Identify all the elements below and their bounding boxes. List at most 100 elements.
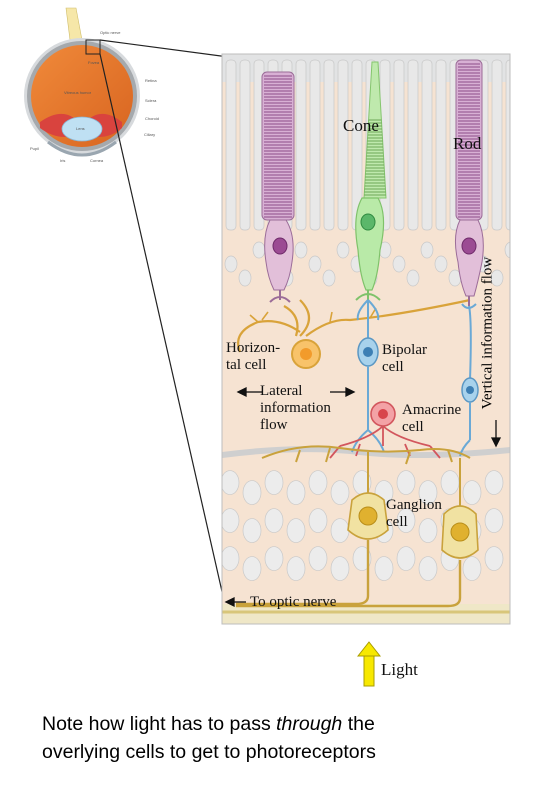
bg-cell <box>330 480 350 505</box>
eye-label-ciliary: Ciliary <box>144 132 156 137</box>
zoom-box <box>85 39 101 55</box>
amacrine-cell-label: Amacrine cell <box>402 402 462 435</box>
bg-cell <box>440 470 460 495</box>
bg-photoreceptor <box>239 59 251 231</box>
bg-cell <box>308 470 328 495</box>
eye-label-choroid: Choroid <box>145 116 160 121</box>
cone-nucleus <box>360 213 376 231</box>
bg-cell <box>418 556 438 581</box>
retina-panel-border <box>221 53 511 625</box>
lateral-flow-label: Lateral information flow <box>260 383 331 433</box>
eye-label-pupil: Pupil <box>30 146 39 151</box>
caption-emphasis: through <box>276 713 343 735</box>
lateral-arrow-left <box>236 386 247 398</box>
bg-nucleus <box>224 255 238 273</box>
bg-cell <box>396 546 416 571</box>
rod-right-inner <box>454 219 484 297</box>
bg-photoreceptor <box>337 59 349 231</box>
bg-cell <box>484 546 504 571</box>
ganglion-axon-1 <box>236 540 370 606</box>
bg-cell <box>222 546 240 571</box>
bg-photoreceptor <box>435 59 447 231</box>
cornea-arc <box>47 140 117 157</box>
bg-cell <box>330 556 350 581</box>
bg-cell <box>242 556 262 581</box>
bg-cell <box>242 518 262 543</box>
eye-label-retina: Retina <box>145 78 157 83</box>
bg-cell <box>330 518 350 543</box>
bg-photoreceptor <box>407 59 419 231</box>
bg-cell <box>222 470 240 495</box>
bg-cell <box>484 508 504 533</box>
caption-text-b: the <box>342 713 375 735</box>
bg-nucleus <box>252 241 266 259</box>
ganglion-cell-label: Ganglion cell <box>386 497 442 530</box>
bg-cell <box>308 546 328 571</box>
zoom-line-top <box>99 39 237 59</box>
eye-label-sclera: Sclera <box>145 98 157 103</box>
eye-label-optic-nerve: Optic nerve <box>100 30 121 35</box>
bg-photoreceptor <box>309 59 321 231</box>
bg-nucleus <box>336 241 350 259</box>
light-label: Light <box>381 660 418 679</box>
bg-nucleus <box>322 269 336 287</box>
eye-label-vitreous: Vitreous humor <box>64 90 92 95</box>
bg-photoreceptor <box>323 59 335 231</box>
bg-cell <box>418 480 438 505</box>
amacrine-processes <box>329 425 441 459</box>
bg-cell <box>418 518 438 543</box>
bg-nucleus <box>294 241 308 259</box>
bg-cell <box>396 470 416 495</box>
bg-cell <box>264 470 284 495</box>
caption-line-1: Note how light has to pass through the <box>42 710 512 738</box>
horizontal-nucleus <box>300 348 312 360</box>
optic-nerve-label: To optic nerve <box>250 594 337 610</box>
optic-nerve-stalk <box>65 7 83 41</box>
vertical-arrow <box>490 437 502 448</box>
bg-nucleus <box>434 255 448 273</box>
caption-text-a: Note how light has to pass <box>42 713 277 735</box>
bg-nucleus <box>308 255 322 273</box>
bg-cell <box>374 556 394 581</box>
bipolar-dendrites <box>356 299 380 338</box>
bg-photoreceptor <box>225 59 237 231</box>
bg-cell <box>462 556 482 581</box>
lateral-arrow-right <box>345 386 356 398</box>
rod-label: Rod <box>453 134 482 153</box>
lens-shape <box>61 116 103 142</box>
bg-cell <box>242 480 262 505</box>
flow-arrows <box>224 386 502 608</box>
eye-label-lens: Lens <box>76 126 85 131</box>
rod-left-nucleus <box>272 237 288 255</box>
ganglion-axon-2 <box>236 560 462 608</box>
eyeball-thumbnail <box>24 7 237 619</box>
bg-cell <box>286 556 306 581</box>
bg-nucleus <box>406 269 420 287</box>
ganglion-dendrites <box>261 445 471 465</box>
bg-nucleus <box>392 255 406 273</box>
bg-nucleus <box>420 241 434 259</box>
bg-nucleus <box>238 269 252 287</box>
bg-nucleus <box>490 269 504 287</box>
optic-nerve-arrow <box>224 596 235 608</box>
bg-cell <box>462 480 482 505</box>
bg-photoreceptor <box>421 59 433 231</box>
light-arrow <box>356 641 382 687</box>
zoom-line-bottom <box>99 53 229 619</box>
horizontal-cell-label: Horizon- tal cell <box>226 340 281 373</box>
bg-cell <box>264 508 284 533</box>
rod-right-nucleus <box>461 237 477 255</box>
eye-label-cornea: Cornea <box>90 158 104 163</box>
caption: Note how light has to pass through the o… <box>42 710 512 766</box>
bg-cell <box>484 470 504 495</box>
bg-cell <box>308 508 328 533</box>
bg-nucleus <box>504 241 510 259</box>
vertical-flow-label-wrap: Vertical information flow <box>478 218 498 448</box>
highlighted-neurons <box>236 59 484 608</box>
bg-cell <box>352 546 372 571</box>
vertical-flow-label: Vertical information flow <box>479 256 496 410</box>
bg-cell <box>286 518 306 543</box>
bg-photoreceptor <box>295 59 307 231</box>
bg-photoreceptor <box>393 59 405 231</box>
rod-left-inner <box>264 219 294 291</box>
